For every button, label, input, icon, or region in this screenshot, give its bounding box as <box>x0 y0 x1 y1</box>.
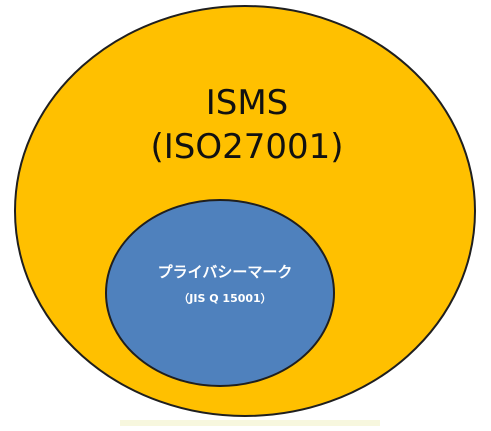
base-shadow <box>120 420 380 426</box>
privacy-mark-subtitle: （JIS Q 15001） <box>178 292 271 305</box>
isms-title: ISMS <box>206 83 289 123</box>
isms-subtitle: (ISO27001) <box>150 127 343 167</box>
privacy-mark-ellipse <box>105 199 335 387</box>
privacy-mark-title: プライバシーマーク <box>158 263 293 281</box>
